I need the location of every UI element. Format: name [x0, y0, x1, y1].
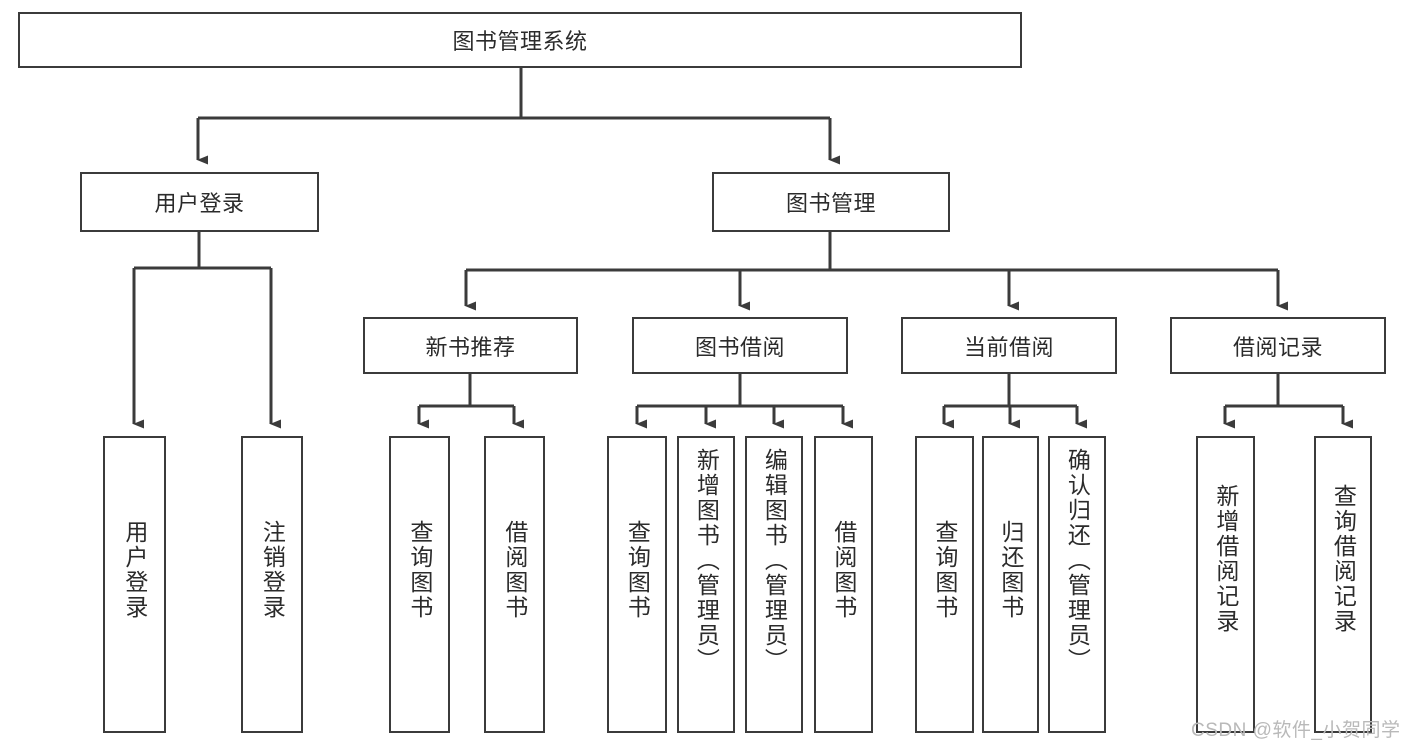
leaf-edit-book-label: 编辑图书（管理员）	[761, 448, 788, 673]
leaf-add-book[interactable]: 新增图书（管理员）	[677, 436, 735, 733]
leaf-add-record[interactable]: 新增借阅记录	[1196, 436, 1255, 733]
leaf-borrow-book-2-label: 借阅图书	[830, 520, 857, 620]
node-book-borrow-label: 图书借阅	[694, 334, 785, 360]
leaf-query-book-2-label: 查询图书	[624, 520, 651, 620]
leaf-query-book-3-label: 查询图书	[931, 520, 958, 620]
leaf-query-book-1[interactable]: 查询图书	[389, 436, 450, 733]
node-current-borrow-label: 当前借阅	[963, 334, 1054, 360]
leaf-query-book-3[interactable]: 查询图书	[915, 436, 974, 733]
leaf-query-book-2[interactable]: 查询图书	[607, 436, 667, 733]
node-borrow-record[interactable]: 借阅记录	[1170, 317, 1386, 374]
leaf-user-login-label: 用户登录	[121, 520, 148, 620]
node-user-login-label: 用户登录	[154, 191, 245, 216]
leaf-query-record-label: 查询借阅记录	[1330, 484, 1357, 634]
leaf-query-book-1-label: 查询图书	[406, 520, 433, 620]
node-book-borrow[interactable]: 图书借阅	[632, 317, 848, 374]
leaf-logout[interactable]: 注销登录	[241, 436, 303, 733]
node-root[interactable]: 图书管理系统	[18, 12, 1022, 68]
leaf-return-book-label: 归还图书	[997, 520, 1024, 620]
leaf-borrow-book-1[interactable]: 借阅图书	[484, 436, 545, 733]
node-user-login[interactable]: 用户登录	[80, 172, 319, 232]
node-new-book-recommend[interactable]: 新书推荐	[363, 317, 578, 374]
leaf-confirm-return[interactable]: 确认归还（管理员）	[1048, 436, 1106, 733]
leaf-borrow-book-2[interactable]: 借阅图书	[814, 436, 873, 733]
node-borrow-record-label: 借阅记录	[1232, 334, 1323, 360]
leaf-confirm-return-label: 确认归还（管理员）	[1064, 448, 1091, 673]
node-root-label: 图书管理系统	[452, 29, 588, 54]
leaf-borrow-book-1-label: 借阅图书	[501, 520, 528, 620]
leaf-query-record[interactable]: 查询借阅记录	[1314, 436, 1372, 733]
node-current-borrow[interactable]: 当前借阅	[901, 317, 1117, 374]
leaf-add-record-label: 新增借阅记录	[1212, 484, 1239, 634]
leaf-edit-book[interactable]: 编辑图书（管理员）	[745, 436, 803, 733]
leaf-user-login[interactable]: 用户登录	[103, 436, 166, 733]
leaf-add-book-label: 新增图书（管理员）	[693, 448, 720, 673]
leaf-logout-label: 注销登录	[259, 520, 286, 620]
node-book-management[interactable]: 图书管理	[712, 172, 950, 232]
leaf-return-book[interactable]: 归还图书	[982, 436, 1039, 733]
node-new-book-recommend-label: 新书推荐	[425, 334, 516, 360]
node-book-management-label: 图书管理	[785, 191, 876, 216]
